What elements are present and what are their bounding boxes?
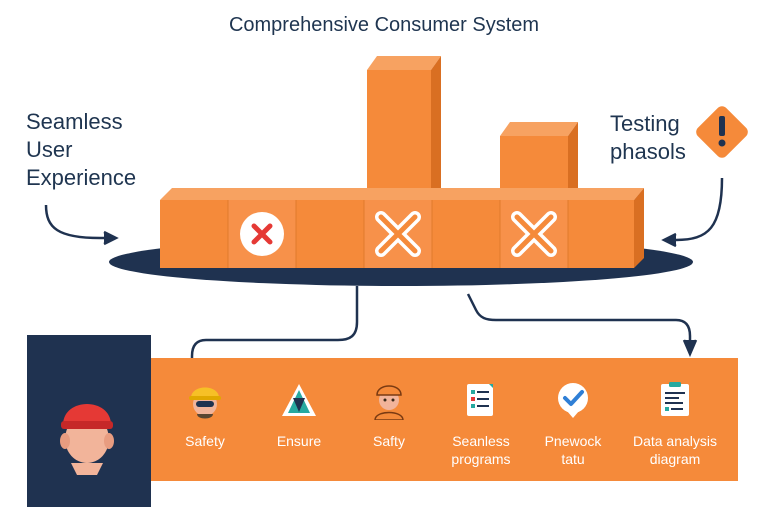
checkmark-badge-icon [558, 383, 588, 418]
block-7 [568, 200, 634, 268]
worker-icon [374, 385, 404, 420]
checklist-icon [467, 384, 493, 416]
feature-label: Pnewock tatu [544, 433, 602, 467]
tall-block-left [367, 56, 441, 200]
warning-triangle-icon [282, 384, 316, 416]
warning-diamond-icon [696, 106, 748, 158]
block-3 [296, 200, 364, 268]
feature-ensure: Ensure [251, 358, 347, 481]
feature-data-analysis-diagram: Data analysis diagram [627, 358, 723, 481]
feature-seanless-programs: Seanless programs [433, 358, 529, 481]
seamless-user-experience-label: Seamless User Experience [26, 109, 137, 190]
feature-safty: Safty [341, 358, 437, 481]
feature-label: Data analysis diagram [632, 433, 718, 467]
block-5 [432, 200, 500, 268]
features-panel: Safety Ensure Safty Seanless [151, 358, 738, 481]
left-arrow-connector [44, 204, 119, 246]
white-x-icon-1 [375, 211, 421, 257]
feature-safety: Safety [157, 358, 253, 481]
feature-label: Seanless programs [451, 433, 511, 467]
person-red-cap-icon [60, 404, 114, 475]
feature-label: Ensure [276, 433, 322, 449]
down-left-connector [190, 286, 359, 358]
right-arrow-connector [661, 177, 724, 248]
feature-label: Safty [373, 433, 405, 449]
feature-pnewock-tatu: Pnewock tatu [525, 358, 621, 481]
diagram-title: Comprehensive Consumer System [228, 14, 540, 36]
feature-label: Safety [185, 433, 225, 449]
dark-side-panel [27, 335, 151, 507]
testing-phases-label: Testing phasols [610, 111, 686, 164]
clipboard-report-icon [661, 382, 689, 416]
block-1 [160, 200, 228, 268]
hardhat-worker-icon [189, 387, 221, 419]
white-x-icon-2 [511, 211, 557, 257]
red-x-icon [240, 212, 284, 256]
down-right-connector [466, 293, 698, 358]
